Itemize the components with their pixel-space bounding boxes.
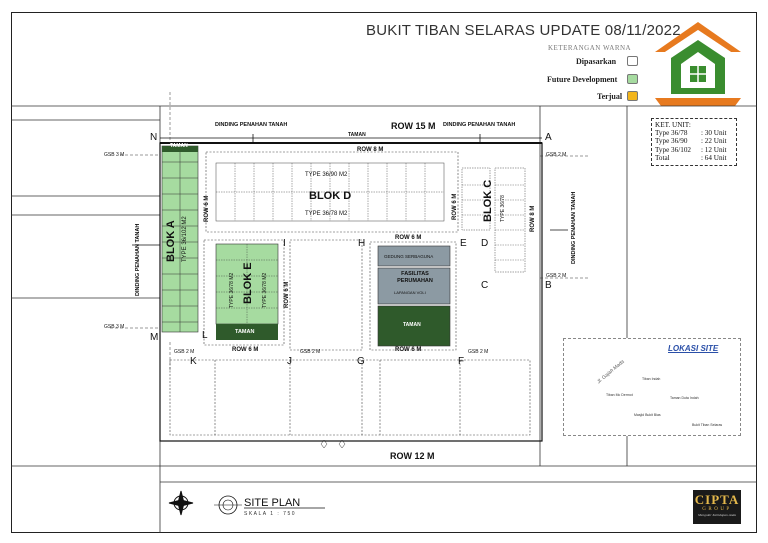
unit-row: Total: 64 Unit <box>655 153 727 162</box>
road-row-15: ROW 15 M <box>391 121 436 131</box>
corner-m: M <box>150 332 159 343</box>
location-place: Bukit Tiban Selaras <box>692 423 723 427</box>
blok-e-type-b: TYPE 36/78 M2 <box>262 272 268 308</box>
blok-a-label: BLOK A <box>165 220 177 262</box>
location-road-label: Jl. Gajah Mada <box>596 358 626 386</box>
road-row-6-vert-mid: ROW 6 M <box>284 281 290 308</box>
corner-e: E <box>460 238 467 249</box>
road-row-6-mid: ROW 6 M <box>395 235 422 241</box>
brand-name: CIPTA <box>694 492 740 507</box>
unit-summary-heading: KET. UNIT: <box>655 121 691 129</box>
unit-row: Type 36/90: 22 Unit <box>655 137 727 146</box>
location-place: Taman Duta Indah <box>670 396 699 400</box>
road-row-8-vert-right: ROW 8 M <box>530 205 536 232</box>
corner-b: B <box>545 280 552 291</box>
legend-label-dipasarkan: Dipasarkan <box>576 57 617 66</box>
road-row-8-top: ROW 8 M <box>357 147 384 153</box>
corner-l: L <box>202 330 208 341</box>
gsb-label: GSB 2 M <box>174 349 195 355</box>
corner-d: D <box>481 238 489 249</box>
blok-d-type-bottom: TYPE 36/78 M2 <box>305 211 348 217</box>
blok-e-taman-label: TAMAN <box>235 329 255 335</box>
cipta-group-logo: CIPTA GROUP Mengukir Kehidupan Anda <box>693 490 741 524</box>
legend-swatch-terjual <box>627 91 638 101</box>
corner-a: A <box>545 132 552 143</box>
wall-label-left: DINDING PENAHAN TANAH <box>135 223 141 296</box>
gsb-label: GSB 2 M <box>300 349 321 355</box>
legend-swatch-future <box>627 74 638 84</box>
gsb-label: GSB 3 M <box>104 324 125 330</box>
corner-n: N <box>150 132 158 143</box>
blok-a-type: TYPE 36/102 M2 <box>182 216 188 262</box>
corner-i: I <box>283 238 286 249</box>
road-row-6-vert-left: ROW 6 M <box>204 195 210 222</box>
gsb-label: GSB 3 M <box>104 152 125 158</box>
brand-tagline: Mengukir Kehidupan Anda <box>697 513 737 517</box>
gsb-label: GSB 2 M <box>546 152 567 158</box>
wall-label-top-left: DINDING PENAHAN TANAH <box>215 122 288 128</box>
location-title: LOKASI SITE <box>668 344 719 353</box>
corner-j: J <box>287 356 292 367</box>
corner-f: F <box>458 356 465 367</box>
road-row-6-bottom-left: ROW 6 M <box>232 347 259 353</box>
location-place: Masjid Bukit Bias <box>634 413 661 417</box>
road-row-12: ROW 12 M <box>390 451 435 461</box>
site-plan-scale: SKALA 1 : 750 <box>244 511 297 517</box>
drawing-frame <box>11 12 757 533</box>
blok-e-label: BLOK E <box>242 262 254 304</box>
facility-taman-label: TAMAN <box>403 322 421 328</box>
taman-top-label: TAMAN <box>348 132 366 138</box>
wall-label-right: DINDING PENAHAN TANAH <box>571 191 577 264</box>
location-place: Tiban Indah <box>642 377 661 381</box>
wall-label-top-right: DINDING PENAHAN TANAH <box>443 122 516 128</box>
blok-c-type: TYPE 36/78 <box>500 195 506 222</box>
blok-d-type-top: TYPE 36/90 M2 <box>305 172 348 178</box>
gsb-label: GSB 2 M <box>546 273 567 279</box>
unit-row: Type 36/78: 30 Unit <box>655 129 727 138</box>
road-row-6-bottom-mid: ROW 6 M <box>395 347 422 353</box>
legend-label-terjual: Terjual <box>597 92 623 101</box>
legend-heading: KETERANGAN WARNA <box>548 44 632 52</box>
corner-k: K <box>190 356 197 367</box>
location-place: Tiban Mc Dermot <box>606 393 633 397</box>
legend-label-future: Future Development <box>547 75 618 84</box>
house-logo-icon <box>655 22 741 106</box>
blok-e-type-a: TYPE 36/78 M2 <box>229 272 235 308</box>
corner-h: H <box>358 238 366 249</box>
gedung-serbaguna-label: GEDUNG SERBAGUNA <box>384 254 434 259</box>
brand-sub: GROUP <box>702 507 732 512</box>
site-plan-title: SITE PLAN <box>244 497 301 509</box>
legend-swatch-dipasarkan <box>627 56 638 66</box>
blok-a-taman-label: TAMAN <box>170 143 188 149</box>
road-row-6-vert-right: ROW 6 M <box>452 193 458 220</box>
blok-d-label: BLOK D <box>309 190 352 202</box>
blok-c-label: BLOK C <box>482 179 494 222</box>
fasilitas-perumahan-label: FASILITAS PERUMAHAN <box>397 271 433 284</box>
unit-row: Type 36/102: 12 Unit <box>655 145 727 154</box>
unit-summary-box: KET. UNIT: Type 36/78: 30 Unit Type 36/9… <box>651 118 737 166</box>
location-map: LOKASI SITE Jl. Gajah Mada Tiban Indah T… <box>563 338 741 436</box>
page-title: BUKIT TIBAN SELARAS UPDATE 08/11/2022 <box>366 22 681 39</box>
corner-c: C <box>481 280 489 291</box>
corner-g: G <box>357 356 365 367</box>
lapangan-voli-label: LAPANGAN VOLI <box>394 290 426 295</box>
gsb-label: GSB 2 M <box>468 349 489 355</box>
